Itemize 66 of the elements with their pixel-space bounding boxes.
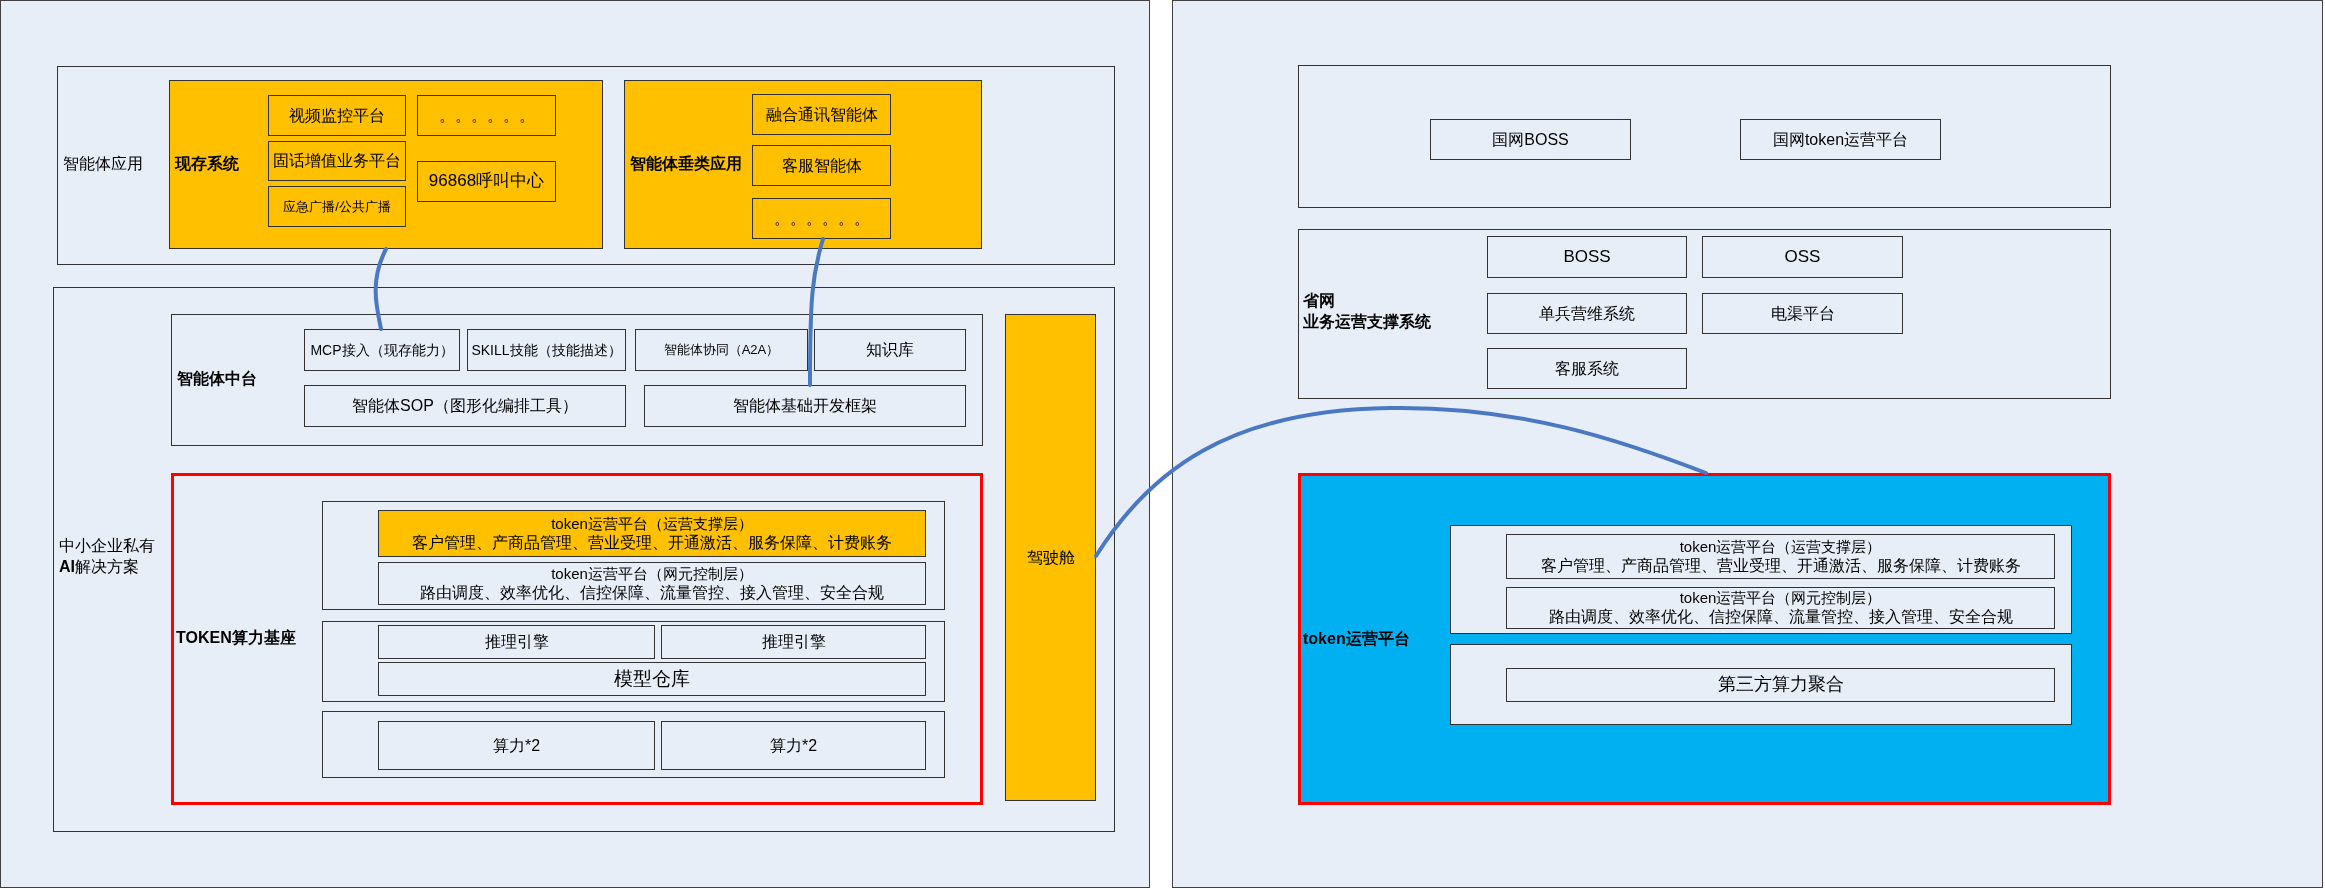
system-box: 96868呼叫中心 — [417, 161, 556, 202]
section-box — [171, 314, 983, 446]
module-box: 模型仓库 — [378, 662, 926, 696]
module-box: SKILL技能（技能描述） — [467, 329, 626, 371]
section-label: 智能体应用 — [63, 153, 143, 174]
connector-line — [373, 247, 388, 331]
system-box: 应急广播/公共广播 — [268, 186, 406, 227]
group-box — [1450, 644, 2072, 725]
section-panel — [0, 0, 1150, 888]
section-label: token运营平台 — [1303, 628, 1410, 649]
system-box: 国网BOSS — [1430, 119, 1631, 160]
category-box — [169, 80, 603, 249]
platform-title: token运营平台（网元控制层） — [1679, 589, 1882, 608]
platform-description: 客户管理、产商品管理、营业受理、开通激活、服务保障、计费账务 — [1540, 555, 2021, 576]
section-label: 现存系统 — [175, 153, 239, 174]
module-box: 算力*2 — [661, 721, 926, 770]
platform-box — [1506, 587, 2055, 629]
module-box: 算力*2 — [378, 721, 655, 770]
section-box — [53, 287, 1115, 832]
category-box — [624, 80, 982, 249]
system-box: 客服系统 — [1487, 348, 1687, 389]
system-box: 国网token运营平台 — [1740, 119, 1941, 160]
group-box — [322, 621, 945, 702]
platform-panel — [1298, 473, 2111, 805]
system-box: 。。。。。。 — [752, 198, 891, 239]
system-box: 固话增值业务平台 — [268, 141, 406, 181]
group-box — [322, 501, 945, 610]
group-box — [322, 711, 945, 778]
module-box: MCP接入（现存能力） — [304, 329, 460, 371]
platform-title: token运营平台（运营支撑层） — [551, 514, 753, 533]
system-box: 单兵营维系统 — [1487, 293, 1687, 334]
section-label: 智能体垂类应用 — [630, 153, 742, 174]
platform-description: 路由调度、效率优化、信控保障、流量管控、接入管理、安全合规 — [420, 582, 884, 603]
module-box: 推理引擎 — [661, 625, 926, 659]
module-box: 知识库 — [814, 329, 966, 371]
module-box: 智能体协同（A2A） — [635, 329, 808, 371]
system-box: BOSS — [1487, 236, 1687, 278]
section-label: TOKEN算力基座 — [176, 627, 296, 648]
group-box — [1298, 65, 2111, 208]
module-box: 第三方算力聚合 — [1506, 668, 2055, 702]
system-box: OSS — [1702, 236, 1903, 278]
platform-box — [1506, 534, 2055, 579]
platform-title: token运营平台（运营支撑层） — [1679, 537, 1882, 556]
module-box: 智能体基础开发框架 — [644, 385, 966, 427]
system-box: 视频监控平台 — [268, 95, 406, 136]
section-panel — [1172, 0, 2323, 888]
group-box — [1450, 525, 2072, 634]
section-label: 智能体中台 — [177, 368, 257, 389]
section-box — [57, 66, 1115, 265]
platform-title: token运营平台（网元控制层） — [551, 564, 753, 583]
system-box: 电渠平台 — [1702, 293, 1903, 334]
section-box — [1298, 229, 2111, 399]
connector-line — [808, 237, 825, 387]
system-box: 融合通讯智能体 — [752, 94, 891, 135]
module-box: 推理引擎 — [378, 625, 655, 659]
platform-description: 客户管理、产商品管理、营业受理、开通激活、服务保障、计费账务 — [412, 532, 892, 553]
platform-box — [378, 562, 926, 605]
platform-description: 路由调度、效率优化、信控保障、流量管控、接入管理、安全合规 — [1548, 607, 2013, 627]
section-label: 中小企业私有AI解决方案 — [59, 536, 156, 577]
connector-line — [1094, 406, 1708, 558]
cockpit-box: 驾驶舱 — [1005, 314, 1096, 801]
platform-box — [378, 510, 926, 557]
section-box — [171, 473, 983, 805]
module-box: 智能体SOP（图形化编排工具） — [304, 385, 626, 427]
system-box: 。。。。。。 — [417, 95, 556, 136]
system-box: 客服智能体 — [752, 145, 891, 186]
